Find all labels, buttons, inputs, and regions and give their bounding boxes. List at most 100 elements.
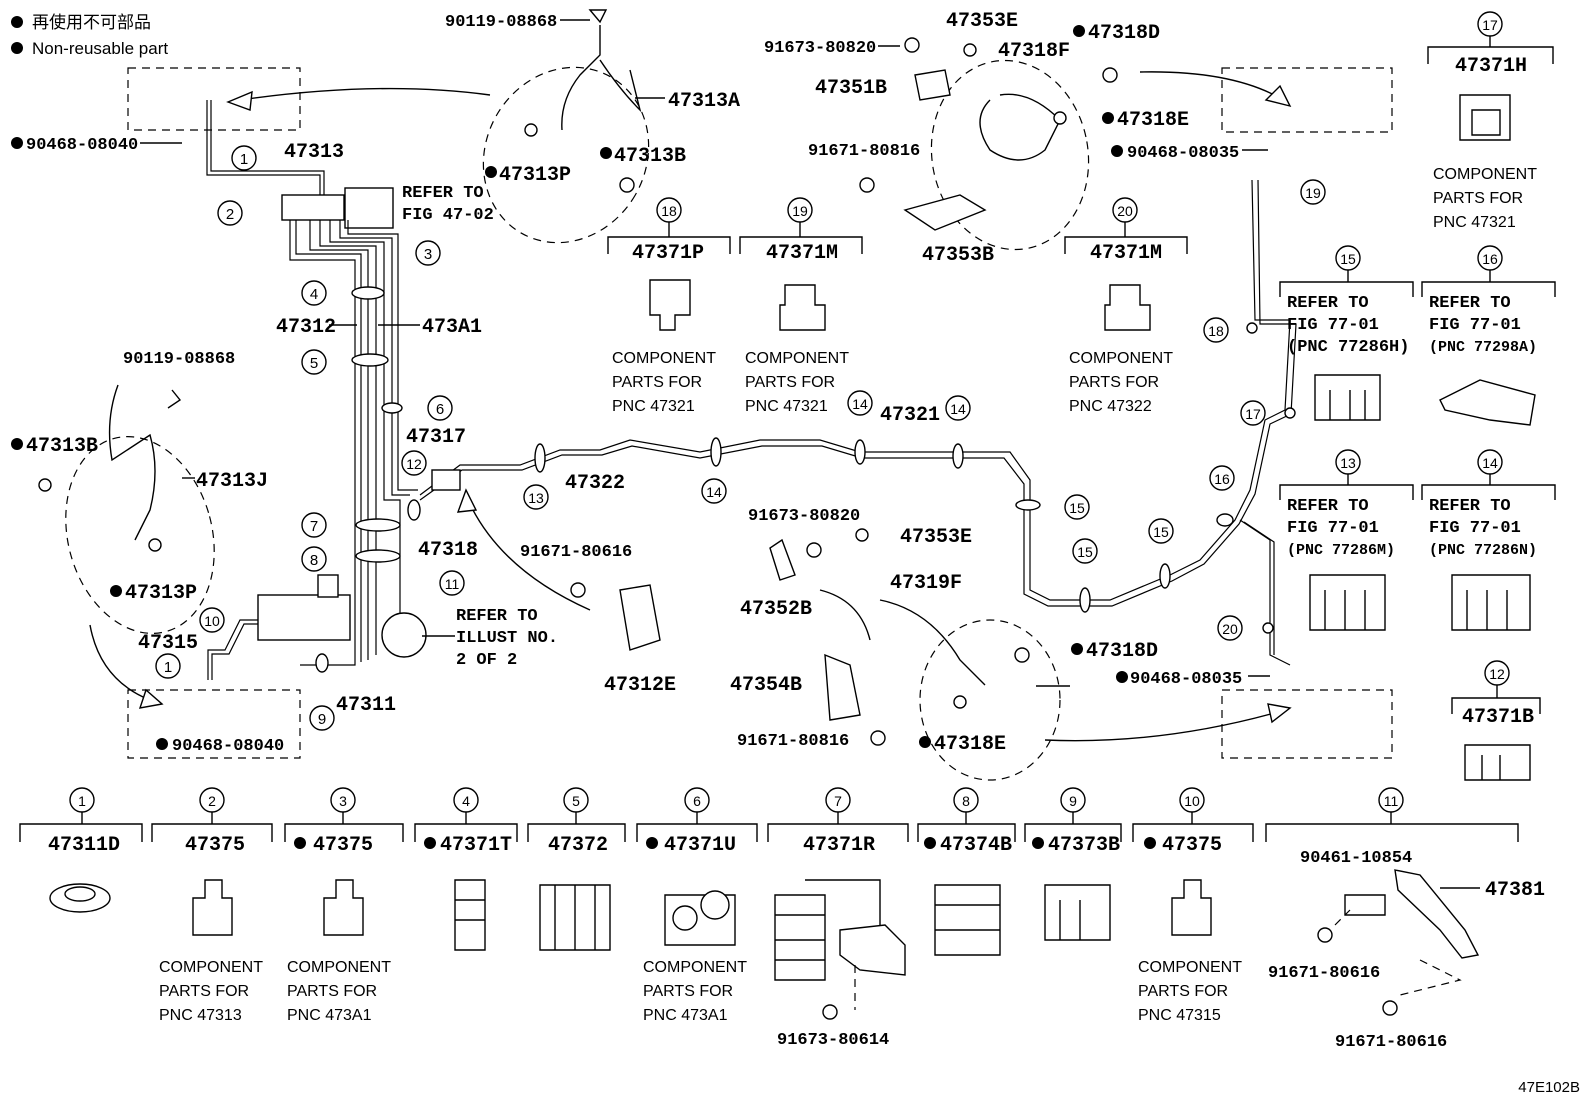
bolt-icon	[953, 695, 967, 709]
pipe-47315	[207, 619, 258, 680]
bolt-icon	[1317, 927, 1333, 943]
label-47313: 47313	[284, 141, 344, 164]
index-marker: 17	[1240, 400, 1266, 426]
top-clip-17: 17 47371H COMPONENT PARTS FOR PNC 47321	[1427, 11, 1554, 231]
svg-text:REFER TO: REFER TO	[1429, 294, 1511, 313]
inset-box-bottom-left	[127, 689, 301, 759]
svg-text:19: 19	[792, 203, 808, 219]
index-marker: 4	[301, 280, 327, 306]
clip-icon	[934, 884, 1001, 956]
index-markers: 1 2 3 4 5 6 7 8 9 10 11 12 13 14 14 14 1…	[155, 145, 1326, 731]
svg-text:COMPONENT: COMPONENT	[1138, 959, 1242, 976]
clamp-13	[534, 443, 546, 473]
svg-text:11: 11	[445, 576, 460, 592]
bottom-part-9: 9 47373B	[1024, 787, 1122, 941]
svg-text:2: 2	[226, 206, 234, 223]
label-47353B: 47353B	[922, 244, 994, 267]
arrow-curve	[89, 624, 151, 701]
clip-12: 12 47371B	[1451, 660, 1541, 781]
clip-part-number: 47371P	[632, 242, 704, 265]
label-47318E: 47318E	[1117, 109, 1189, 132]
bolt-icon	[806, 542, 822, 558]
svg-text:47371U: 47371U	[664, 834, 736, 857]
pipe-473A1	[319, 220, 377, 655]
svg-text:PARTS FOR: PARTS FOR	[1433, 190, 1523, 207]
bottom-part-3: 3 47375 COMPONENT PARTS FOR PNC 473A1	[284, 787, 404, 1024]
flow-arrows	[89, 71, 1292, 742]
clamp-14c	[952, 443, 964, 469]
arrow-curve	[1044, 711, 1279, 742]
bracket-47381-icon	[1394, 869, 1480, 959]
callout-labels: 90119-08868 47313A 47313B 47313P 90468-0…	[11, 10, 1242, 756]
brake-pipes	[206, 100, 1297, 680]
svg-text:20: 20	[1222, 621, 1238, 637]
label-47313P: 47313P	[499, 164, 571, 187]
figure-code: 47E102B	[1518, 1079, 1580, 1096]
detail-circle-left	[65, 436, 215, 634]
svg-text:16: 16	[1214, 471, 1230, 487]
svg-text:REFER TO: REFER TO	[1429, 497, 1511, 516]
svg-text:18: 18	[1208, 323, 1224, 339]
bolt-icon	[1014, 647, 1030, 663]
clip-icon	[454, 879, 486, 951]
index-marker: 12	[401, 450, 427, 476]
nonreusable-dot-icon	[110, 585, 122, 597]
bolt-icon	[588, 9, 608, 24]
svg-text:PNC 47321: PNC 47321	[745, 398, 828, 415]
refer-label: REFER TO	[456, 607, 538, 626]
index-marker: 14	[847, 390, 873, 416]
bolt-icon	[1382, 1000, 1398, 1016]
svg-text:3: 3	[339, 793, 347, 809]
label-47322: 47322	[565, 472, 625, 495]
svg-text:47375: 47375	[185, 834, 245, 857]
nonreusable-dot-icon	[156, 738, 168, 750]
clamp-20	[1262, 622, 1274, 634]
bolt-icon	[524, 123, 538, 137]
svg-text:6: 6	[436, 401, 444, 418]
bottom-part-5: 5 47372	[527, 787, 626, 951]
svg-text:PARTS FOR: PARTS FOR	[287, 983, 377, 1000]
svg-text:(PNC 77286M): (PNC 77286M)	[1287, 542, 1395, 559]
svg-text:7: 7	[834, 793, 842, 809]
svg-text:8: 8	[962, 793, 970, 809]
clamp-14	[710, 437, 722, 467]
svg-text:47375: 47375	[313, 834, 373, 857]
svg-text:4: 4	[310, 286, 318, 303]
nonreusable-dot-icon	[1111, 145, 1123, 157]
svg-text:PNC 47321: PNC 47321	[1433, 214, 1516, 231]
leader-lines	[140, 19, 1480, 889]
bracket-47312E	[619, 584, 661, 651]
clip-icon	[1104, 284, 1151, 331]
hose-47313A	[561, 25, 601, 131]
index-marker: 9	[309, 705, 335, 731]
nonreusable-dot-icon	[11, 42, 23, 54]
label-47313B: 47313B	[614, 145, 686, 168]
svg-text:5: 5	[572, 793, 580, 809]
svg-text:15: 15	[1069, 500, 1085, 516]
label-47319F: 47319F	[890, 572, 962, 595]
svg-text:COMPONENT: COMPONENT	[159, 959, 263, 976]
junction-47317	[431, 469, 461, 491]
svg-text:PARTS FOR: PARTS FOR	[1138, 983, 1228, 1000]
clamp-12	[407, 499, 421, 521]
bracket-47351B	[914, 69, 951, 101]
svg-text:1: 1	[240, 151, 248, 168]
svg-text:16: 16	[1482, 251, 1498, 267]
abs-actuator	[257, 594, 351, 641]
index-marker: 16	[1209, 465, 1235, 491]
index-marker: 13	[523, 484, 549, 510]
bottom-part-6: 6 47371U COMPONENT PARTS FOR PNC 473A1	[636, 787, 758, 1024]
bolt-icon	[570, 582, 586, 598]
label-91671-80616: 91671-80616	[1335, 1033, 1447, 1052]
svg-text:47371T: 47371T	[440, 834, 512, 857]
svg-text:PARTS FOR: PARTS FOR	[745, 374, 835, 391]
nonreusable-dot-icon	[1116, 671, 1128, 683]
clip-icon	[774, 894, 826, 981]
index-marker: 19	[1300, 179, 1326, 205]
svg-text:15: 15	[1153, 524, 1169, 540]
svg-text:1: 1	[78, 793, 86, 809]
label-90119-08868: 90119-08868	[445, 13, 557, 32]
label-91673-80820: 91673-80820	[764, 39, 876, 58]
clip-part-number: 47371B	[1462, 706, 1534, 729]
svg-text:PARTS FOR: PARTS FOR	[643, 983, 733, 1000]
